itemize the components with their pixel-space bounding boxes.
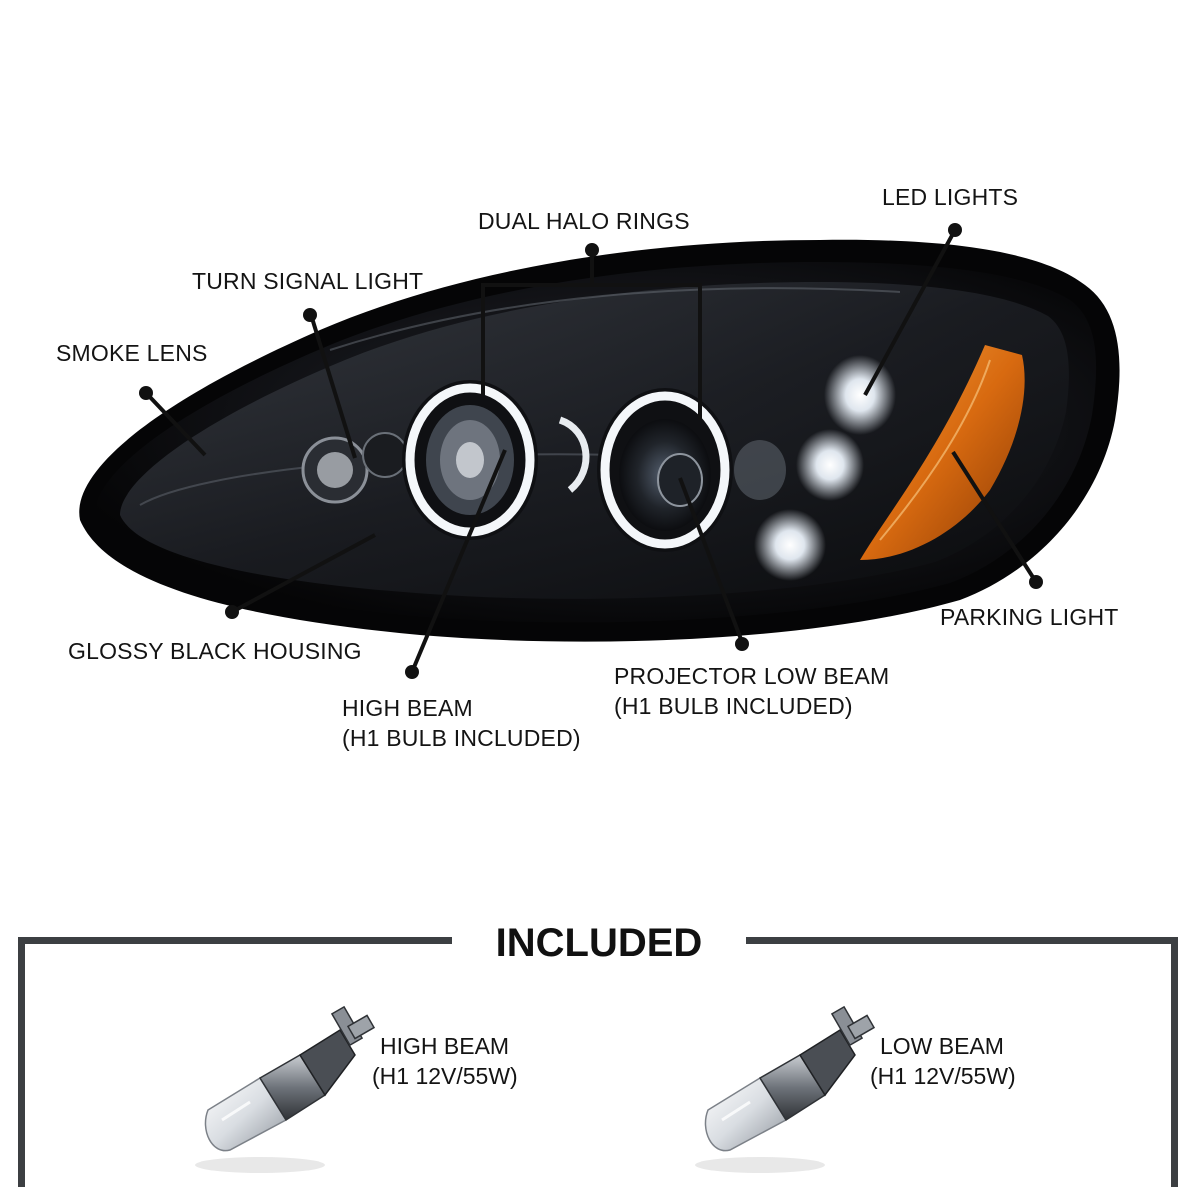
label-projector-low-beam: PROJECTOR LOW BEAM (H1 BULB INCLUDED) [614,661,889,721]
label-led-lights: LED LIGHTS [882,184,1019,210]
label-smoke-lens: SMOKE LENS [56,340,208,366]
h1-bulb-icon [695,1005,876,1173]
label-projector-line1: PROJECTOR LOW BEAM [614,663,890,689]
included-item-low-beam-line1: LOW BEAM [880,1033,1004,1059]
included-title-gap [452,925,746,955]
label-high-beam-line2: (H1 BULB INCLUDED) [342,725,581,751]
included-title: INCLUDED [495,921,703,965]
h1-bulb-icon [195,1005,376,1173]
label-high-beam-line1: HIGH BEAM [342,695,473,721]
parking-light-amber [860,345,1025,560]
high-beam-halo-ring [402,380,538,540]
projector-halo-ring [597,388,733,552]
headlight-housing [79,239,1120,642]
included-item-high-beam-line1: HIGH BEAM [380,1033,510,1059]
label-dual-halo-rings: DUAL HALO RINGS [478,208,690,234]
included-item-high-beam-line2: (H1 12V/55W) [372,1063,518,1089]
included-item-low-beam-line2: (H1 12V/55W) [870,1063,1016,1089]
callout-dots [139,223,1043,679]
label-projector-line2: (H1 BULB INCLUDED) [614,693,853,719]
callout-lines [146,229,1038,673]
label-parking-light: PARKING LIGHT [940,604,1119,630]
label-glossy-black-housing: GLOSSY BLACK HOUSING [68,638,362,664]
included-item-low-beam: LOW BEAM (H1 12V/55W) [870,1031,1016,1091]
label-turn-signal-light: TURN SIGNAL LIGHT [192,268,424,294]
halo-accent [558,416,590,493]
included-item-high-beam: HIGH BEAM (H1 12V/55W) [372,1031,518,1091]
label-high-beam: HIGH BEAM (H1 BULB INCLUDED) [342,693,581,753]
